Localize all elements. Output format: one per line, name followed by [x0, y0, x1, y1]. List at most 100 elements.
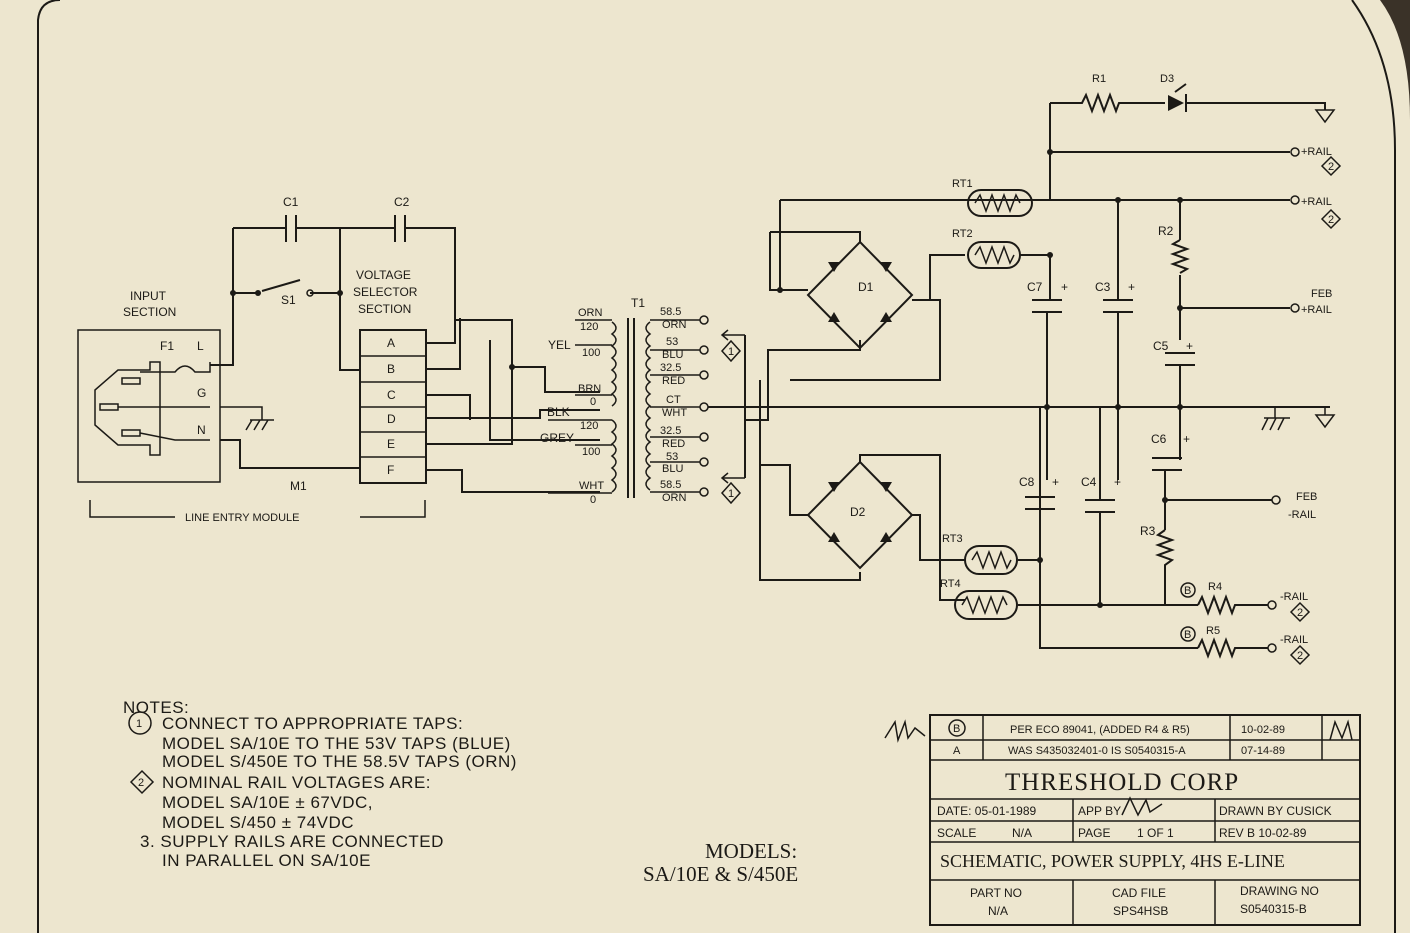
- c2-label: C2: [394, 195, 410, 209]
- tb-cad-file-val: SPS4HSB: [1113, 904, 1168, 918]
- callout-2-icon-4: [1289, 644, 1311, 666]
- jd-11: [1037, 557, 1043, 563]
- drawing-title: SCHEMATIC, POWER SUPPLY, 4HS E-LINE: [940, 851, 1285, 871]
- tb-part-no: PART NO: [970, 886, 1022, 900]
- rail-pos-label-2: +RAIL: [1301, 196, 1332, 208]
- voltage-selector: VOLTAGE SELECTOR SECTION A B C D E F: [353, 268, 600, 493]
- tap-arrow-bot: [720, 472, 745, 484]
- c2-capacitor-icon: [340, 215, 456, 300]
- tb-app-by: APP BY: [1078, 804, 1121, 818]
- company-name: THRESHOLD CORP: [1005, 769, 1239, 796]
- callout-1-top-icon: [720, 339, 742, 363]
- r5-label: R5: [1206, 625, 1220, 637]
- selector-title-3: SECTION: [358, 302, 411, 316]
- notes: NOTES: 1 CONNECT TO APPROPRIATE TAPS: MO…: [123, 698, 516, 870]
- pri-brn: BRN: [578, 383, 601, 395]
- approver-signature: [1121, 796, 1163, 817]
- sec-red-bot: RED: [662, 438, 685, 450]
- tb-page-val: 1 OF 1: [1137, 826, 1174, 840]
- cap-leads: [1039, 312, 1119, 500]
- pri-100a: 100: [582, 347, 600, 359]
- title-block: B PER ECO 89041, (ADDED R4 & R5) 10-02-8…: [884, 714, 1361, 926]
- out-term-6: [1267, 643, 1277, 653]
- s1-contact-b: [306, 289, 314, 297]
- models-heading: MODELS:: [705, 839, 797, 863]
- switch-section: C1 C2 S1: [210, 195, 456, 469]
- sec-53-bot: 53: [666, 451, 678, 463]
- pri-100b: 100: [582, 446, 600, 458]
- pri-grey: GREY: [540, 431, 574, 445]
- module-bracket: [89, 500, 426, 518]
- feb-pos-label: FEB: [1311, 288, 1332, 300]
- c7-label: C7: [1027, 280, 1043, 294]
- pri-orn: ORN: [578, 307, 603, 319]
- feb-neg-label: FEB: [1296, 491, 1317, 503]
- junction-dots: [777, 149, 1183, 608]
- c3-plus: +: [1128, 280, 1135, 294]
- iec-pin-1: [121, 377, 141, 385]
- c3-label: C3: [1095, 280, 1111, 294]
- jd-9: [1162, 497, 1168, 503]
- pri-120b: 120: [580, 420, 598, 432]
- rev-b-bubble-r4: [1180, 582, 1196, 598]
- c1-capacitor-icon: [233, 215, 340, 242]
- neutral-wire: [220, 439, 360, 469]
- callout-2-icon-3: [1289, 601, 1311, 623]
- callout-2-a: 2: [1328, 161, 1334, 173]
- out-term-4: [1271, 495, 1281, 505]
- note-1-number: 1: [136, 718, 142, 730]
- jd-2: [1115, 197, 1121, 203]
- pri-yel: YEL: [548, 338, 571, 352]
- tb-part-no-val: N/A: [988, 904, 1008, 918]
- tb-drawn-by: DRAWN BY CUSICK: [1219, 804, 1332, 818]
- pri-0a: 0: [590, 396, 596, 408]
- feb-pos-rail: +RAIL: [1301, 304, 1332, 316]
- selector-wiring: [426, 300, 600, 493]
- rt2-zigzag: [974, 244, 1015, 266]
- rt1-label: RT1: [952, 178, 973, 190]
- selector-row-c: C: [387, 388, 396, 402]
- out-term-1: [1290, 147, 1300, 157]
- rev-b-letter: B: [953, 723, 960, 735]
- iec-socket: [94, 361, 161, 456]
- d1-diode-3: [828, 312, 840, 322]
- signal-ground-icon-top: [1314, 109, 1336, 124]
- callout-1-bot: 1: [728, 488, 734, 500]
- sec-ct: CT: [666, 394, 681, 406]
- s1-label: S1: [281, 293, 296, 307]
- r2-label: R2: [1158, 224, 1174, 238]
- callout-2-b: 2: [1328, 214, 1334, 226]
- sec-58-5-top: 58.5: [660, 306, 681, 318]
- rectifier-wiring: [708, 199, 1330, 601]
- c6-label: C6: [1151, 432, 1167, 446]
- pri-blk: BLK: [547, 405, 570, 419]
- r4-resistor-icon: [1197, 594, 1268, 616]
- primary-leads: [548, 319, 612, 494]
- rt2-thermistor-icon: [967, 241, 1021, 269]
- callout-2-icon-1: [1320, 155, 1342, 177]
- pin-n-label: N: [197, 423, 206, 437]
- selector-row-f: F: [387, 463, 394, 477]
- rev-a-letter: A: [953, 745, 961, 757]
- c1-label: C1: [283, 195, 299, 209]
- out-term-5: [1267, 600, 1277, 610]
- d1-label: D1: [858, 280, 874, 294]
- sec-red-top: RED: [662, 375, 685, 387]
- fuse-symbol: [140, 362, 211, 373]
- rt3-thermistor-icon: [964, 545, 1018, 575]
- transformer-t1: T1 ORN 120 YEL 100 BRN 0 BLK 120 GREY 10…: [540, 296, 745, 506]
- rt2-label: RT2: [952, 228, 973, 240]
- s1-contact-a: [255, 290, 261, 296]
- secondary-taps: [650, 319, 700, 493]
- c8-plus: +: [1052, 475, 1059, 489]
- d1-diode-4: [880, 312, 892, 322]
- tb-date: DATE: 05-01-1989: [937, 804, 1036, 818]
- c6-plus: +: [1183, 432, 1190, 446]
- rt1-thermistor-icon: [967, 189, 1033, 217]
- secondary-winding: [645, 321, 652, 491]
- models-list: SA/10E & S/450E: [643, 862, 798, 886]
- sec-32-bot: 32.5: [660, 425, 681, 437]
- c4-label: C4: [1081, 475, 1097, 489]
- tb-outer: [929, 714, 1361, 926]
- jd-4: [1047, 252, 1053, 258]
